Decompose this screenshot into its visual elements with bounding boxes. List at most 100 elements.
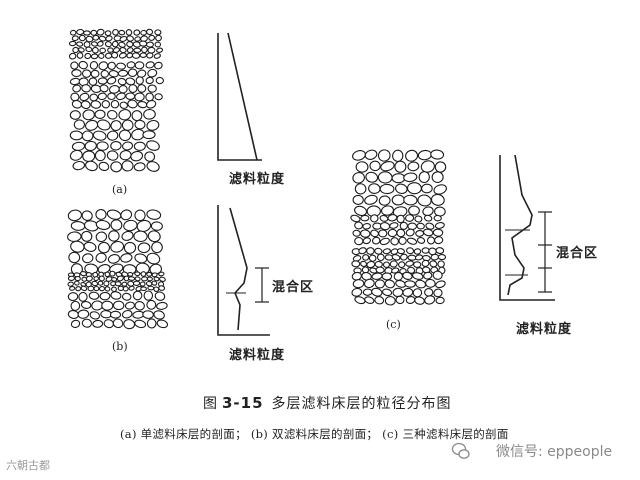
grain xyxy=(395,296,404,305)
grain xyxy=(372,236,381,245)
grain xyxy=(81,210,94,222)
grain xyxy=(122,282,127,286)
grain xyxy=(89,292,99,300)
grain xyxy=(146,29,153,35)
figure-caption: 图3-15多层滤料床层的粒径分布图 xyxy=(203,393,452,413)
grain xyxy=(144,291,153,300)
grain xyxy=(156,302,167,310)
grain xyxy=(409,206,420,215)
grain xyxy=(155,30,161,35)
grain xyxy=(98,161,110,172)
wechat-icon xyxy=(453,444,470,459)
grain xyxy=(78,310,89,319)
grain xyxy=(119,47,126,54)
grain xyxy=(353,195,363,204)
grain xyxy=(79,35,86,42)
grain xyxy=(143,109,155,119)
grain xyxy=(89,78,97,86)
grain xyxy=(127,61,135,68)
grain xyxy=(361,215,369,221)
grain xyxy=(372,272,383,280)
grain xyxy=(425,289,433,296)
grain xyxy=(99,286,105,291)
grain xyxy=(83,241,97,253)
grain xyxy=(360,261,367,268)
grain xyxy=(395,183,408,195)
grain xyxy=(81,84,91,92)
grain xyxy=(122,120,133,131)
grain xyxy=(81,100,91,110)
grain xyxy=(68,282,74,287)
grain xyxy=(135,120,146,130)
grain xyxy=(134,231,148,242)
grain xyxy=(379,195,391,205)
grain xyxy=(86,47,92,52)
grain xyxy=(351,149,366,161)
grain-size-curve-a xyxy=(218,33,262,160)
grain xyxy=(110,141,121,150)
grain xyxy=(79,92,90,101)
grain xyxy=(417,194,432,207)
grain xyxy=(379,215,388,223)
grain xyxy=(100,84,109,92)
grain xyxy=(380,160,395,172)
grain xyxy=(110,240,125,253)
grain xyxy=(126,29,132,35)
grain xyxy=(433,271,443,280)
grain xyxy=(429,260,437,268)
grain xyxy=(119,150,131,161)
grain xyxy=(76,286,81,291)
grain xyxy=(383,248,391,254)
grain xyxy=(354,221,363,229)
grain xyxy=(108,253,121,264)
grain xyxy=(67,209,82,222)
grain xyxy=(97,142,108,151)
grain xyxy=(135,93,145,101)
grain xyxy=(376,267,384,273)
grain xyxy=(424,295,436,306)
grain xyxy=(436,247,444,254)
grain xyxy=(123,219,138,231)
figure-subcaption: (a) 单滤料床层的剖面； (b) 双滤料床层的剖面； (c) 三种滤料床层的剖… xyxy=(120,426,509,442)
grain xyxy=(414,296,425,305)
grain xyxy=(151,241,163,253)
grain xyxy=(418,171,430,183)
grain xyxy=(137,84,147,94)
grain xyxy=(119,30,126,35)
grain xyxy=(134,162,146,172)
grain xyxy=(111,162,122,172)
grain xyxy=(433,183,448,195)
grain xyxy=(358,247,367,255)
grain xyxy=(352,261,360,267)
grain xyxy=(148,35,155,41)
grain xyxy=(417,223,425,229)
grain xyxy=(84,119,98,132)
grain xyxy=(123,319,135,330)
grain xyxy=(438,261,445,268)
grain xyxy=(86,276,93,282)
grain xyxy=(70,61,79,70)
grain xyxy=(89,311,100,320)
watermark-right: 微信号: eppeople xyxy=(468,441,612,461)
grain xyxy=(92,35,99,41)
grain xyxy=(398,261,405,268)
grain xyxy=(95,209,107,221)
grain xyxy=(375,261,383,267)
grain xyxy=(119,209,132,222)
watermark-left: 六朝古都 xyxy=(6,457,50,473)
grain xyxy=(397,248,405,254)
grain xyxy=(128,272,133,276)
filter-bed-a xyxy=(69,29,164,173)
grain xyxy=(113,301,124,310)
grain xyxy=(406,247,414,254)
grain xyxy=(435,280,446,289)
grain xyxy=(94,286,99,290)
grain xyxy=(436,297,445,304)
grain xyxy=(98,78,107,84)
grain xyxy=(122,293,131,301)
grain xyxy=(69,53,76,60)
grain xyxy=(363,237,372,244)
grain xyxy=(91,30,97,35)
grain xyxy=(72,161,85,171)
grain xyxy=(158,272,164,277)
